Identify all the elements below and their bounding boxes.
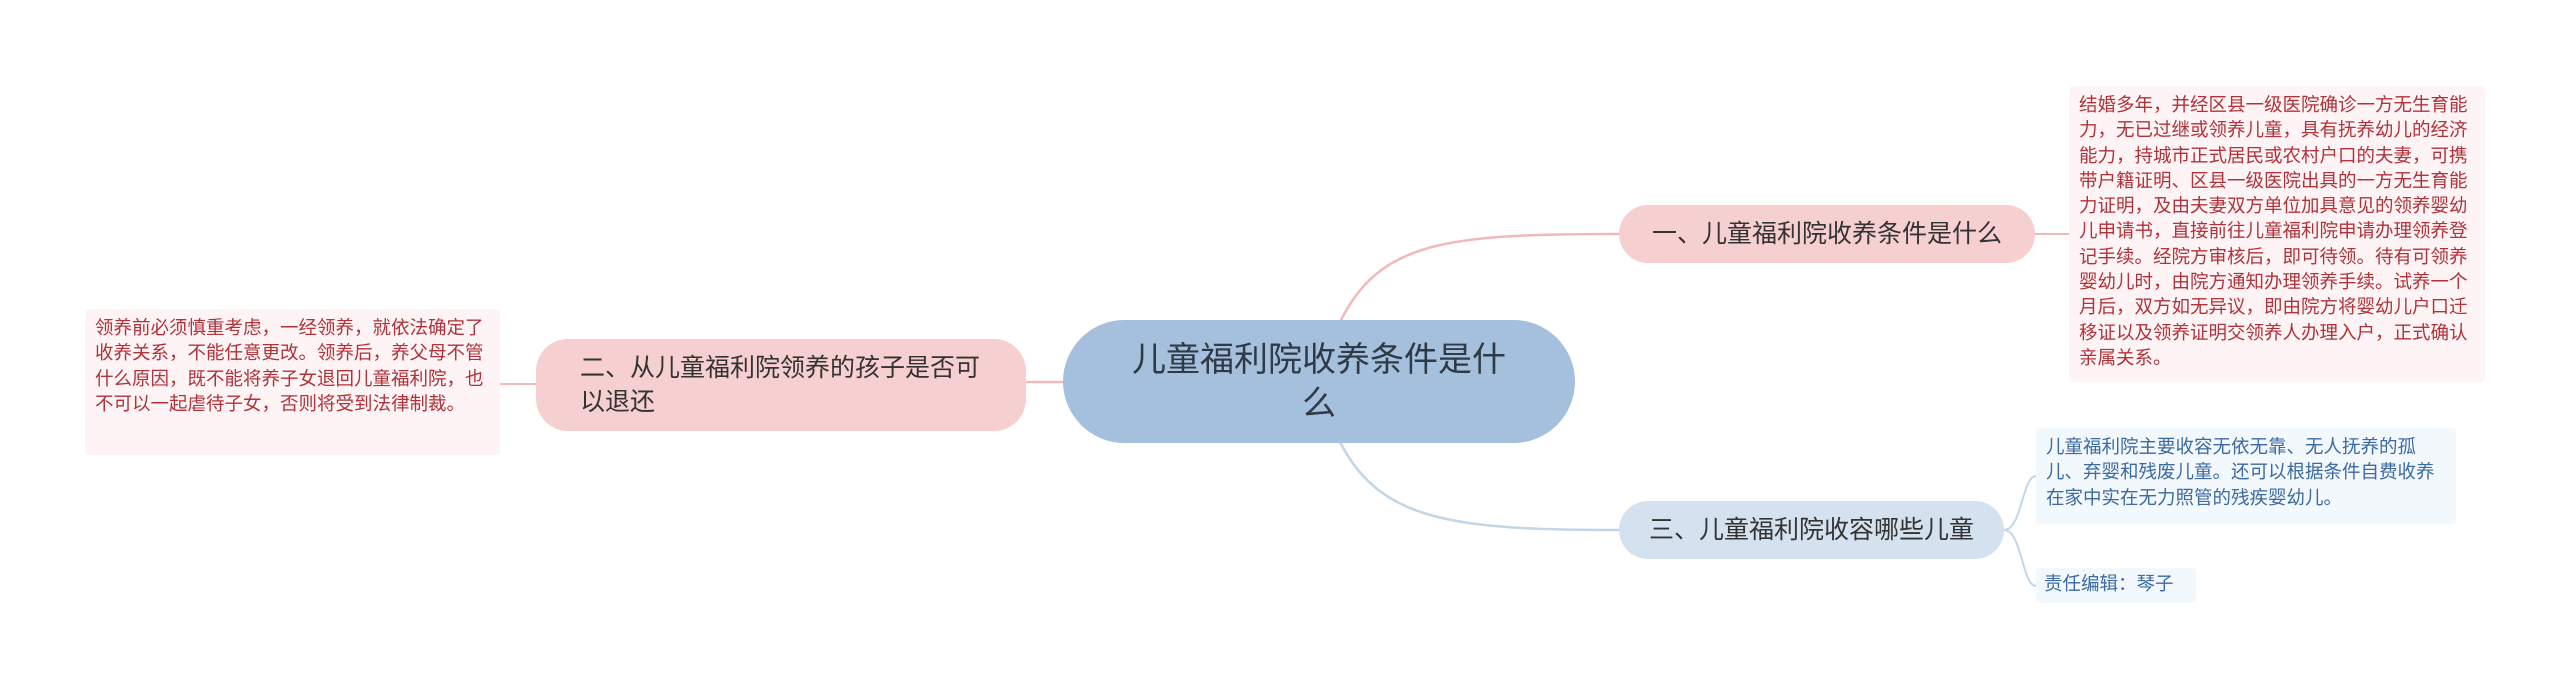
detail-return-adopted-child: 领养前必须慎重考虑，一经领养，就依法确定了收养关系，不能任意更改。领养后，养父母… bbox=[85, 309, 500, 455]
root-topic: 儿童福利院收养条件是什么 bbox=[1063, 320, 1575, 443]
link-branch-3-detail-a bbox=[2003, 475, 2037, 531]
branch-topic-adoption-conditions: 一、儿童福利院收养条件是什么 bbox=[1619, 205, 2035, 263]
branch-topic-label: 三、儿童福利院收容哪些儿童 bbox=[1648, 515, 1974, 544]
branch-topic-return-adopted-child: 二、从儿童福利院领养的孩子是否可以退还 bbox=[536, 339, 1026, 431]
detail-adoption-conditions: 结婚多年，并经区县一级医院确诊一方无生育能力，无已过继或领养儿童，具有抚养幼儿的… bbox=[2069, 86, 2485, 382]
link-branch-3-detail-b bbox=[2003, 529, 2037, 587]
detail-children-admitted: 儿童福利院主要收容无依无靠、无人抚养的孤儿、弃婴和残废儿童。还可以根据条件自费收… bbox=[2036, 428, 2456, 524]
detail-editor-credit: 责任编辑：琴子 bbox=[2036, 568, 2196, 603]
link-root-branch-3 bbox=[1338, 441, 1620, 532]
branch-topic-label: 一、儿童福利院收养条件是什么 bbox=[1651, 219, 2002, 248]
link-root-branch-1 bbox=[1338, 232, 1620, 323]
branch-topic-label: 二、从儿童福利院领养的孩子是否可以退还 bbox=[580, 353, 981, 416]
root-topic-label: 儿童福利院收养条件是什么 bbox=[1132, 339, 1506, 424]
branch-topic-children-admitted: 三、儿童福利院收容哪些儿童 bbox=[1619, 501, 2004, 559]
